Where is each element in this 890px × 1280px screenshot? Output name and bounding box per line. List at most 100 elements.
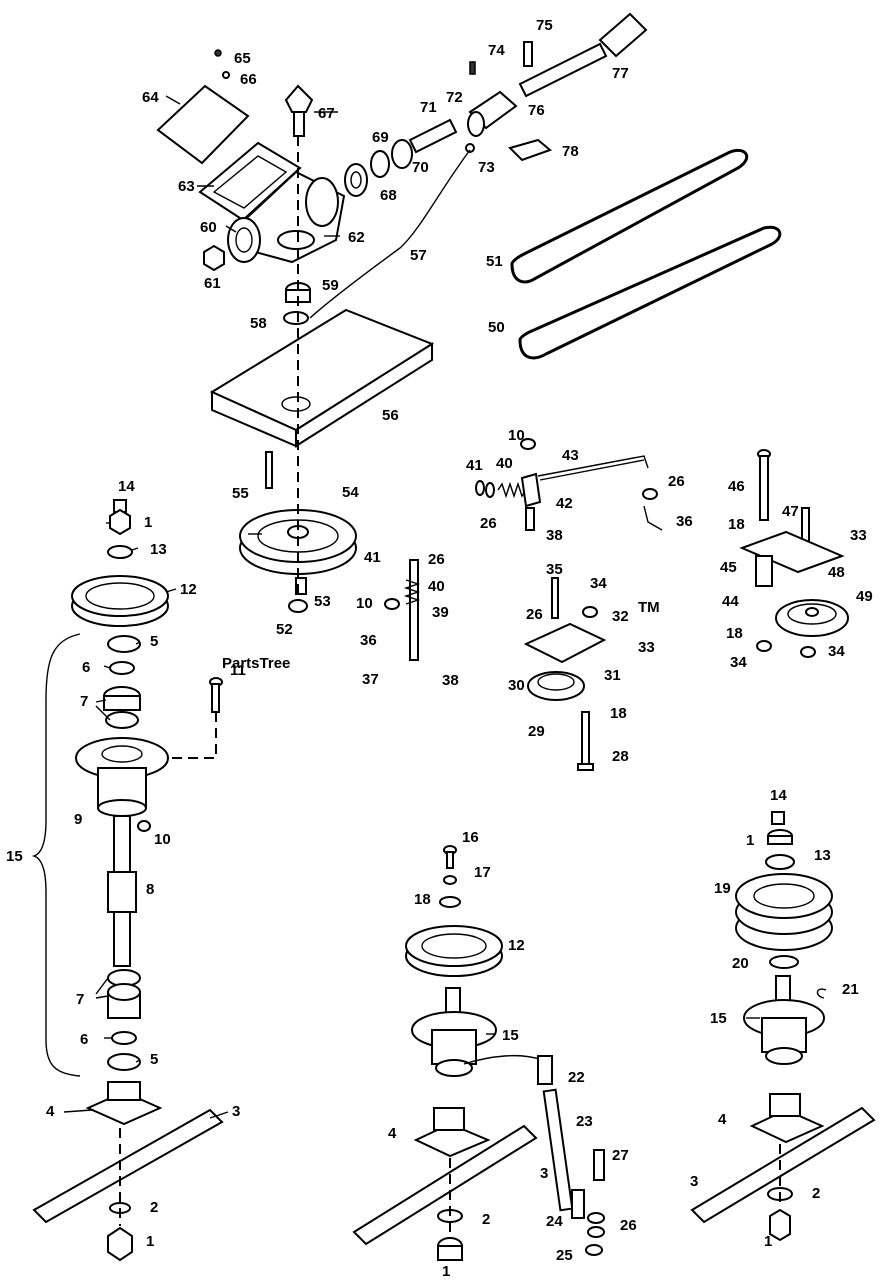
callout-72: 72 xyxy=(446,89,463,106)
callout-45: 45 xyxy=(720,559,737,576)
bolt-11 xyxy=(209,677,223,713)
bolt-55 xyxy=(265,451,273,489)
bearing-70 xyxy=(391,139,413,169)
grease-fitting-22 xyxy=(537,1055,553,1085)
callout-56: 56 xyxy=(382,407,399,424)
callout-8: 8 xyxy=(146,881,154,898)
belt-50 xyxy=(518,225,782,360)
washer-26 xyxy=(642,488,658,500)
callout-37: 37 xyxy=(362,671,379,688)
callout-14-right: 14 xyxy=(770,787,787,804)
callout-38-rod: 38 xyxy=(546,527,563,544)
callout-1-middle: 1 xyxy=(442,1263,450,1280)
nut-34-right xyxy=(756,640,816,658)
callout-33-right: 33 xyxy=(850,527,867,544)
spindle-15-right xyxy=(743,975,825,1065)
callout-1-left-bottom: 1 xyxy=(146,1233,154,1250)
callout-58: 58 xyxy=(250,315,267,332)
bearing-68 xyxy=(344,163,368,197)
callout-2-left: 2 xyxy=(150,1199,158,1216)
nut-61 xyxy=(203,244,225,272)
callout-20: 20 xyxy=(732,955,749,972)
callout-2-right: 2 xyxy=(812,1185,820,1202)
callout-4-left: 4 xyxy=(46,1103,55,1120)
callout-67: 67 xyxy=(318,105,335,122)
callout-23: 23 xyxy=(576,1113,593,1130)
grease-hose-23 xyxy=(542,1088,574,1212)
callout-10-rod: 10 xyxy=(508,427,525,444)
callout-55: 55 xyxy=(232,485,249,502)
key-78 xyxy=(508,138,552,162)
callout-36-idler: 36 xyxy=(360,632,377,649)
callout-3-middle: 3 xyxy=(540,1165,548,1182)
callout-59: 59 xyxy=(322,277,339,294)
callout-34-right-right: 34 xyxy=(828,643,845,660)
mounting-bracket-56 xyxy=(209,308,435,448)
blade-3-left xyxy=(32,1108,224,1224)
blade-adapter-4-right xyxy=(749,1093,825,1144)
washer-17 xyxy=(443,875,457,885)
seal-69 xyxy=(370,150,390,178)
callout-61: 61 xyxy=(204,275,221,292)
callout-19: 19 xyxy=(714,880,731,897)
callout-49: 49 xyxy=(856,588,873,605)
callout-76: 76 xyxy=(528,102,545,119)
callout-10-idler: 10 xyxy=(356,595,373,612)
callout-70: 70 xyxy=(412,159,429,176)
idler-rod-37 xyxy=(403,559,421,661)
nut-10 xyxy=(520,438,536,450)
idler-plate-32 xyxy=(523,622,607,664)
nut-14-right xyxy=(771,811,785,825)
callout-15-middle: 15 xyxy=(502,1027,519,1044)
callout-18-right-mid: 18 xyxy=(726,625,743,642)
callout-32: 32 xyxy=(612,608,629,625)
callout-3-right: 3 xyxy=(690,1173,698,1190)
callout-38-idler: 38 xyxy=(442,672,459,689)
callout-64: 64 xyxy=(142,89,159,106)
callout-63: 63 xyxy=(178,178,195,195)
bevel-gear-67 xyxy=(284,84,314,137)
spindle-15-middle xyxy=(411,987,497,1077)
callout-41-rod: 41 xyxy=(466,457,483,474)
callout-13-left: 13 xyxy=(150,541,167,558)
callout-35: 35 xyxy=(546,561,563,578)
pulley-12-left xyxy=(71,575,169,627)
bolt-28 xyxy=(577,711,594,771)
callout-1-right-bottom: 1 xyxy=(764,1233,772,1250)
callout-11: 11 xyxy=(230,662,246,679)
fitting-27 xyxy=(593,1149,605,1181)
set-screw-74 xyxy=(469,61,476,75)
callout-77: 77 xyxy=(612,65,629,82)
bearing-7-left-bottom xyxy=(107,969,141,1019)
callout-5-left-top: 5 xyxy=(150,633,158,650)
callout-39: 39 xyxy=(432,604,449,621)
callout-47: 47 xyxy=(782,503,799,520)
blade-adapter-4-left xyxy=(85,1081,163,1126)
control-rod-43 xyxy=(537,455,649,481)
set-screw-75 xyxy=(523,41,533,67)
idler-arm-45 xyxy=(739,530,845,587)
nut-1-left-bottom xyxy=(107,1226,133,1262)
nut-26-middle xyxy=(587,1212,605,1238)
nut-52 xyxy=(288,599,308,613)
callout-2-middle: 2 xyxy=(482,1211,490,1228)
callout-48: 48 xyxy=(828,564,845,581)
nut-34-idler xyxy=(582,606,598,618)
blade-3-right xyxy=(690,1106,876,1224)
callout-9: 9 xyxy=(74,811,82,828)
callout-15-left: 15 xyxy=(6,848,23,865)
callout-26-middle: 26 xyxy=(620,1217,637,1234)
nut-1-right-bottom xyxy=(769,1208,791,1242)
callout-62: 62 xyxy=(348,229,365,246)
pulley-12-middle xyxy=(405,925,503,977)
bracket-42 xyxy=(520,472,542,508)
gearbox-housing-62 xyxy=(234,170,346,264)
gearbox-cover-64 xyxy=(156,49,250,165)
callout-22: 22 xyxy=(568,1069,585,1086)
callout-27: 27 xyxy=(612,1147,629,1164)
callout-57: 57 xyxy=(410,247,427,264)
bearing-7-left-top xyxy=(103,686,141,729)
callout-44: 44 xyxy=(722,593,739,610)
bolt-16 xyxy=(443,845,457,869)
